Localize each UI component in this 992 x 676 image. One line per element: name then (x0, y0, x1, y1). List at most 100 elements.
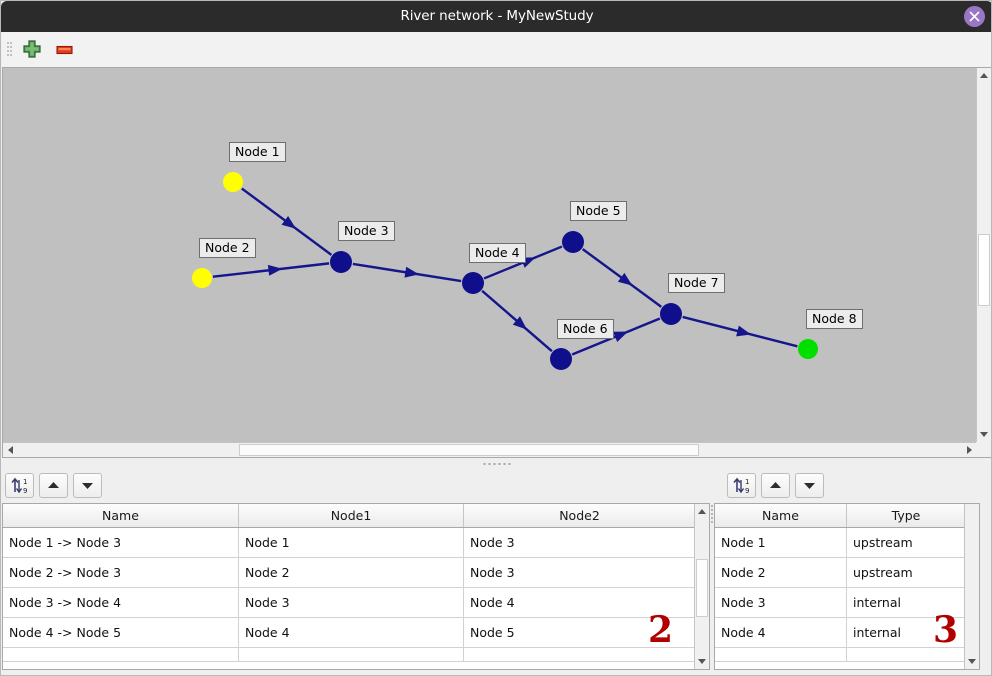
table-cell[interactable]: Node 1 (715, 528, 847, 557)
column-header-name[interactable]: Name (3, 504, 239, 527)
graph-node-label-n1[interactable]: Node 1 (229, 142, 286, 162)
nodes-sort-icon[interactable]: 1 9 (727, 473, 756, 498)
scroll-down-icon[interactable] (977, 427, 991, 442)
table-cell[interactable] (3, 648, 239, 661)
links-sort-icon[interactable]: 1 9 (5, 473, 34, 498)
add-node-icon[interactable] (21, 39, 43, 60)
nodes-table-row-empty[interactable] (715, 648, 979, 662)
table-cell[interactable]: Node 3 (470, 565, 515, 580)
scroll-right-icon[interactable] (962, 443, 977, 457)
links-scroll-down-icon[interactable] (695, 654, 709, 669)
triangle-down-glyph (804, 483, 815, 489)
nodes-scroll-thumb[interactable] (966, 505, 978, 665)
links-move-up-icon[interactable] (39, 473, 68, 498)
table-cell[interactable]: upstream (853, 565, 913, 580)
graph-hscroll-thumb[interactable] (239, 444, 699, 456)
table-cell[interactable]: Node 3 (239, 588, 464, 617)
edge-arrow-icon (736, 325, 752, 337)
table-cell[interactable] (239, 648, 464, 661)
table-cell[interactable] (715, 648, 847, 661)
annotation-3: 3 (933, 609, 959, 651)
scroll-left-icon[interactable] (3, 443, 18, 457)
graph-node-n1[interactable] (223, 172, 243, 192)
table-cell[interactable]: internal (853, 595, 901, 610)
table-cell[interactable]: Node 3 (470, 535, 515, 550)
graph-node-n6[interactable] (550, 348, 572, 370)
column-header-node2[interactable]: Node2 (559, 508, 600, 523)
column-header-name[interactable]: Name (715, 504, 847, 527)
table-cell[interactable]: Node 2 (239, 558, 464, 587)
graph-node-label-n7[interactable]: Node 7 (668, 273, 725, 293)
nodes-move-down-icon[interactable] (795, 473, 824, 498)
table-cell[interactable]: Node 4 (239, 618, 464, 647)
nodes-table-row[interactable]: Node 3 internal (715, 588, 979, 618)
graph-node-label-n3[interactable]: Node 3 (338, 221, 395, 241)
graph-node-n5[interactable] (562, 231, 584, 253)
graph-node-label-n5[interactable]: Node 5 (570, 201, 627, 221)
toolbar-grip[interactable] (7, 40, 12, 60)
plus-glyph (23, 40, 41, 58)
table-cell[interactable]: Node 2 -> Node 3 (3, 558, 239, 587)
svg-text:9: 9 (23, 487, 27, 495)
edge-arrow-icon (267, 264, 283, 276)
pane-splitter[interactable] (2, 459, 991, 470)
graph-vertical-scrollbar[interactable] (976, 68, 991, 442)
table-cell[interactable]: Node 3 (715, 588, 847, 617)
graph-node-n3[interactable] (330, 251, 352, 273)
table-cell[interactable]: Node 2 (715, 558, 847, 587)
table-cell[interactable]: Node 4 (470, 595, 515, 610)
minus-glyph (56, 45, 73, 55)
table-cell[interactable]: Node 4 (715, 618, 847, 647)
table-cell[interactable]: Node 1 -> Node 3 (3, 528, 239, 557)
column-header-type[interactable]: Type (891, 508, 921, 523)
table-cell[interactable]: Node 1 (239, 528, 464, 557)
graph-node-n7[interactable] (660, 303, 682, 325)
graph-node-n4[interactable] (462, 272, 484, 294)
nodes-table-row[interactable]: Node 4 internal (715, 618, 979, 648)
network-graph-pane[interactable]: Node 1 Node 2 Node 3 Node 4 Node 5 Node 6 Node… (2, 67, 991, 458)
graph-node-label-n6[interactable]: Node 6 (557, 319, 614, 339)
nodes-scroll-down-icon[interactable] (965, 654, 979, 669)
network-graph-canvas[interactable]: Node 1 Node 2 Node 3 Node 4 Node 5 Node 6 Node… (3, 68, 977, 443)
svg-text:1: 1 (745, 478, 749, 486)
panels-splitter[interactable] (710, 503, 714, 670)
links-scroll-up-icon[interactable] (695, 504, 709, 519)
column-header-node1[interactable]: Node1 (239, 504, 464, 527)
edges-layer (212, 187, 798, 356)
graph-node-n8[interactable] (798, 339, 818, 359)
table-cell[interactable]: Node 5 (470, 625, 515, 640)
links-move-down-icon[interactable] (73, 473, 102, 498)
nodes-table-scrollbar[interactable] (964, 504, 979, 669)
graph-node-label-n8[interactable]: Node 8 (806, 309, 863, 329)
table-cell[interactable]: upstream (853, 535, 913, 550)
triangle-up-glyph (770, 482, 781, 488)
links-table-scrollbar[interactable] (694, 504, 709, 669)
nodes-move-up-icon[interactable] (761, 473, 790, 498)
graph-horizontal-scrollbar[interactable] (3, 442, 977, 457)
nodes-table-row[interactable]: Node 2 upstream (715, 558, 979, 588)
graph-node-n2[interactable] (192, 268, 212, 288)
links-table-row-empty[interactable] (3, 648, 709, 662)
close-icon[interactable] (964, 6, 985, 27)
links-scroll-thumb[interactable] (696, 559, 708, 617)
table-cell[interactable]: Node 3 -> Node 4 (3, 588, 239, 617)
splitter-grip (483, 463, 511, 465)
graph-vscroll-thumb[interactable] (978, 234, 990, 306)
table-cell[interactable]: internal (853, 625, 901, 640)
table-cell[interactable]: Node 4 -> Node 5 (3, 618, 239, 647)
graph-node-label-n2[interactable]: Node 2 (199, 238, 256, 258)
delete-node-icon[interactable] (53, 39, 75, 60)
graph-node-label-n4[interactable]: Node 4 (469, 243, 526, 263)
scroll-up-icon[interactable] (977, 68, 991, 83)
nodes-table-row[interactable]: Node 1 upstream (715, 528, 979, 558)
